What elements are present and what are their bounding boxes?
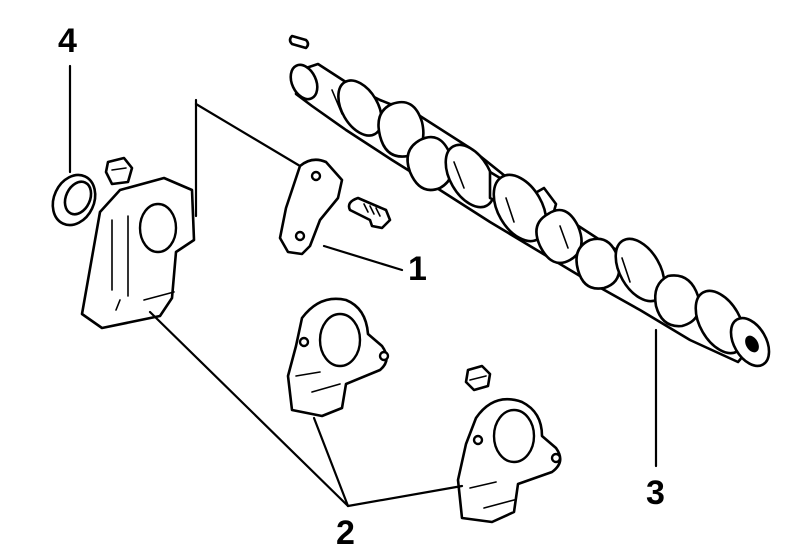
middle-camshaft-holder <box>286 297 390 418</box>
cam-lobe-5 <box>653 274 701 328</box>
camshaft <box>288 34 771 368</box>
journal-1 <box>337 79 383 137</box>
callout-3: 3 <box>646 474 665 512</box>
cam-lobe-3 <box>535 208 583 265</box>
callout-4: 4 <box>58 22 77 60</box>
holder-front-nut <box>104 156 134 186</box>
rear-camshaft-holder <box>456 364 562 524</box>
oil-seal <box>51 173 97 227</box>
leader-lines <box>68 64 658 508</box>
front-camshaft-holder <box>80 156 196 330</box>
cam-lobe-4 <box>575 237 621 290</box>
camshaft-rear-bore <box>745 335 759 353</box>
journal-2 <box>444 143 496 209</box>
thrust-plate-hole-bottom <box>294 230 306 242</box>
camshaft-front-end <box>289 63 319 101</box>
rear-holder-bore <box>492 408 536 464</box>
callout-2: 2 <box>336 514 355 552</box>
callout-1: 1 <box>408 250 427 288</box>
thrust-plate-assembly <box>278 158 392 256</box>
holder-front-bore <box>138 202 178 254</box>
thrust-plate-bolt <box>347 196 392 230</box>
holder-front-body <box>80 176 196 330</box>
thrust-plate-hole-top <box>310 170 322 182</box>
middle-holder-hole <box>298 336 310 348</box>
cam-lobe-2 <box>406 135 454 192</box>
thrust-plate <box>278 158 344 256</box>
woodruff-key <box>288 34 310 50</box>
middle-holder-bore <box>318 312 362 368</box>
